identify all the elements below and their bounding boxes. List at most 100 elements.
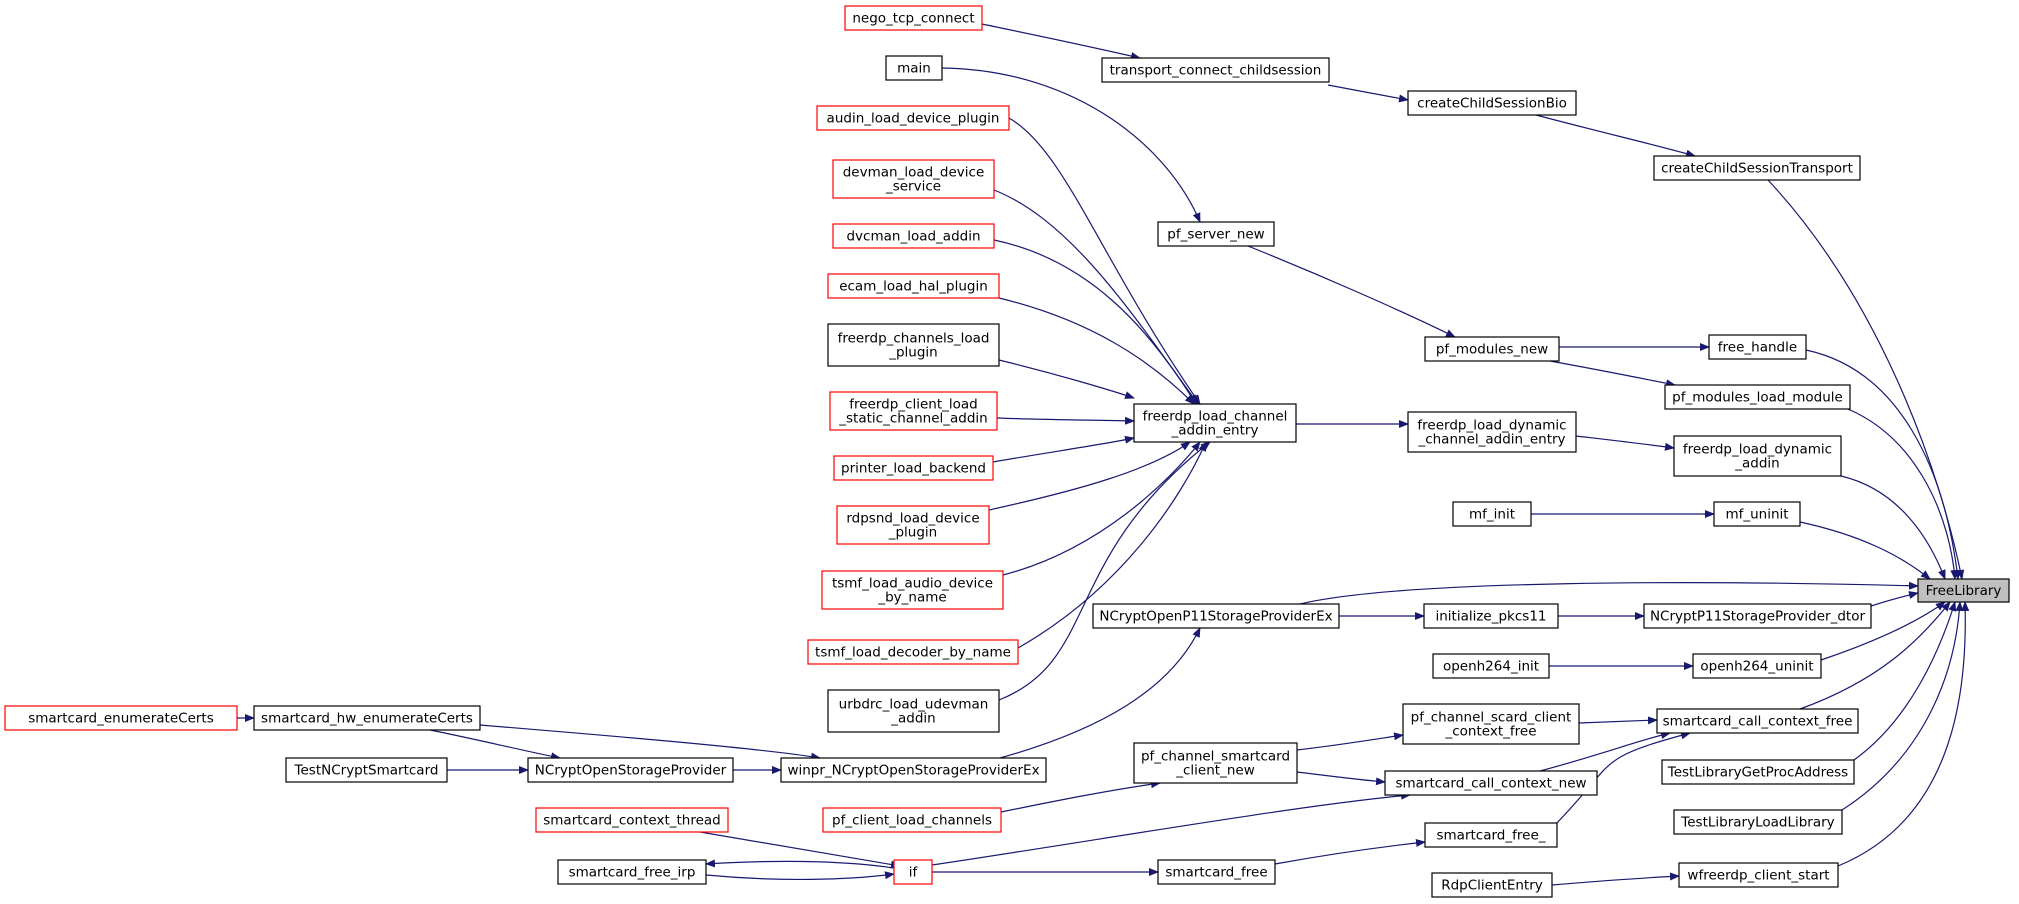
node-box (893, 859, 933, 885)
node-tsmf_load_audio_device_by_name[interactable]: tsmf_load_audio_device_by_name (821, 570, 1004, 610)
node-NCryptOpenStorageProvider[interactable]: NCryptOpenStorageProvider (527, 757, 734, 783)
node-box (1673, 809, 1843, 835)
node-box (827, 689, 1000, 733)
node-box (1133, 742, 1298, 784)
node-label: mf_init (1469, 507, 1515, 523)
node-free_handle[interactable]: free_handle (1708, 334, 1807, 360)
node-label: pf_modules_load_module (1672, 390, 1843, 406)
edge-urbdrc_load_udevman_addin-to-freerdp_load_channel_addin_entry (998, 441, 1211, 701)
node-smartcard_call_context_free[interactable]: smartcard_call_context_free (1656, 708, 1859, 734)
node-label: pf_channel_scard_client (1411, 710, 1572, 726)
node-openh264_init[interactable]: openh264_init (1432, 653, 1550, 679)
node-pf_client_load_channels[interactable]: pf_client_load_channels (822, 807, 1002, 833)
node-TestLibraryGetProcAddress[interactable]: TestLibraryGetProcAddress (1661, 759, 1855, 785)
edge-mf_uninit-to-FreeLibrary (1799, 521, 1931, 580)
node-box (1708, 334, 1807, 360)
node-pf_channel_scard_client_context_free[interactable]: pf_channel_scard_client_context_free (1402, 703, 1580, 745)
node-smartcard_free_[interactable]: smartcard_free_ (1424, 822, 1558, 848)
edge-rdpsnd_load_device_plugin-to-freerdp_load_channel_addin_entry (988, 441, 1191, 511)
node-ecam_load_hal_plugin[interactable]: ecam_load_hal_plugin (827, 273, 1000, 299)
node-freerdp_client_load_static_channel_addin[interactable]: freerdp_client_load_static_channel_addin (829, 391, 998, 431)
edge-pf_channel_scard_client_context_free-to-smartcard_call_context_free (1578, 716, 1658, 725)
node-label: pf_server_new (1167, 227, 1264, 243)
edge-wfreerdp_client_start-to-FreeLibrary (1837, 601, 1970, 867)
node-winpr_NCryptOpenStorageProviderEx[interactable]: winpr_NCryptOpenStorageProviderEx (780, 757, 1047, 783)
node-box (1384, 770, 1598, 796)
node-box (1678, 862, 1839, 888)
node-freerdp_load_dynamic_addin[interactable]: freerdp_load_dynamic_addin (1673, 435, 1842, 477)
node-box (557, 859, 707, 885)
node-createChildSessionBio[interactable]: createChildSessionBio (1407, 90, 1577, 116)
node-label: openh264_uninit (1700, 659, 1813, 675)
node-box (807, 639, 1019, 665)
node-freerdp_load_channel_addin_entry[interactable]: freerdp_load_channel_addin_entry (1133, 403, 1297, 443)
node-label: _plugin (888, 345, 938, 361)
node-label: NCryptP11StorageProvider_dtor (1650, 609, 1866, 625)
node-wfreerdp_client_start[interactable]: wfreerdp_client_start (1678, 862, 1839, 888)
node-box (1664, 384, 1851, 410)
node-pf_channel_smartcard_client_new[interactable]: pf_channel_smartcard_client_new (1133, 742, 1298, 784)
edge-pf_channel_smartcard_client_new-to-pf_channel_scard_client_context_free (1296, 732, 1404, 751)
node-label: smartcard_free_ (1437, 828, 1546, 844)
node-label: initialize_pkcs11 (1435, 609, 1546, 625)
node-box (1424, 822, 1558, 848)
node-smartcard_hw_enumerateCerts[interactable]: smartcard_hw_enumerateCerts (253, 705, 481, 731)
node-box (1157, 221, 1275, 247)
node-freerdp_channels_load_plugin[interactable]: freerdp_channels_load_plugin (827, 323, 1000, 367)
edge-tsmf_load_audio_device_by_name-to-freerdp_load_channel_addin_entry (1002, 441, 1201, 576)
node-nego_tcp_connect[interactable]: nego_tcp_connect (844, 5, 983, 31)
edge-free_handle-to-FreeLibrary (1805, 349, 1961, 580)
node-devman_load_device_service[interactable]: devman_load_device_service (832, 159, 995, 199)
node-label: pf_channel_smartcard (1141, 749, 1290, 765)
edges-layer (237, 23, 1970, 886)
node-smartcard_context_thread[interactable]: smartcard_context_thread (535, 807, 729, 833)
node-rdpsnd_load_device_plugin[interactable]: rdpsnd_load_device_plugin (836, 505, 990, 545)
edge-if-to-smartcard_free_irp (705, 859, 895, 869)
node-label: mf_uninit (1725, 507, 1788, 523)
node-audin_load_device_plugin[interactable]: audin_load_device_plugin (816, 105, 1010, 131)
node-mf_uninit[interactable]: mf_uninit (1713, 501, 1801, 527)
node-pf_modules_new[interactable]: pf_modules_new (1424, 336, 1560, 362)
node-smartcard_call_context_new[interactable]: smartcard_call_context_new (1384, 770, 1598, 796)
node-createChildSessionTransport[interactable]: createChildSessionTransport (1653, 155, 1861, 181)
node-RdpClientEntry[interactable]: RdpClientEntry (1431, 872, 1553, 898)
node-NCryptOpenP11StorageProviderEx[interactable]: NCryptOpenP11StorageProviderEx (1092, 603, 1340, 629)
node-TestLibraryLoadLibrary[interactable]: TestLibraryLoadLibrary (1673, 809, 1843, 835)
node-box (836, 505, 990, 545)
node-if[interactable]: if (893, 859, 933, 885)
node-freerdp_load_dynamic_channel_addin_entry[interactable]: freerdp_load_dynamic_channel_addin_entry (1407, 411, 1577, 453)
node-NCryptP11StorageProvider_dtor[interactable]: NCryptP11StorageProvider_dtor (1643, 603, 1872, 629)
node-label: _addin (1734, 456, 1779, 472)
node-transport_connect_childsession[interactable]: transport_connect_childsession (1101, 57, 1330, 83)
node-box (827, 273, 1000, 299)
node-dvcman_load_addin[interactable]: dvcman_load_addin (832, 223, 995, 249)
node-tsmf_load_decoder_by_name[interactable]: tsmf_load_decoder_by_name (807, 639, 1019, 665)
node-urbdrc_load_udevman_addin[interactable]: urbdrc_load_udevman_addin (827, 689, 1000, 733)
node-smartcard_free_irp[interactable]: smartcard_free_irp (557, 859, 707, 885)
node-TestNCryptSmartcard[interactable]: TestNCryptSmartcard (285, 757, 448, 783)
node-box (885, 55, 943, 81)
node-box (1917, 578, 2010, 603)
node-main[interactable]: main (885, 55, 943, 81)
node-initialize_pkcs11[interactable]: initialize_pkcs11 (1423, 603, 1559, 629)
node-label: tsmf_load_audio_device (832, 576, 993, 592)
node-FreeLibrary[interactable]: FreeLibrary (1917, 578, 2010, 603)
node-label: rdpsnd_load_device (846, 511, 979, 527)
node-smartcard_enumerateCerts[interactable]: smartcard_enumerateCerts (4, 705, 238, 731)
node-label: nego_tcp_connect (852, 11, 974, 27)
node-label: ecam_load_hal_plugin (839, 279, 988, 295)
edge-pf_channel_smartcard_client_new-to-smartcard_call_context_new (1296, 771, 1386, 786)
node-mf_init[interactable]: mf_init (1452, 501, 1532, 527)
node-pf_modules_load_module[interactable]: pf_modules_load_module (1664, 384, 1851, 410)
node-openh264_uninit[interactable]: openh264_uninit (1692, 653, 1822, 679)
node-pf_server_new[interactable]: pf_server_new (1157, 221, 1275, 247)
node-box (1713, 501, 1801, 527)
node-label: _context_free (1445, 724, 1537, 740)
node-label: audin_load_device_plugin (827, 111, 1000, 127)
node-smartcard_free[interactable]: smartcard_free (1157, 859, 1276, 885)
edge-winpr_NCryptOpenStorageProviderEx-to-NCryptOpenP11StorageProviderEx (999, 627, 1201, 759)
node-printer_load_backend[interactable]: printer_load_backend (833, 455, 994, 481)
edge-freerdp_load_dynamic_channel_addin_entry-to-freerdp_load_dynamic_addin (1575, 435, 1675, 451)
node-label: pf_modules_new (1436, 342, 1548, 358)
node-box (1407, 90, 1577, 116)
